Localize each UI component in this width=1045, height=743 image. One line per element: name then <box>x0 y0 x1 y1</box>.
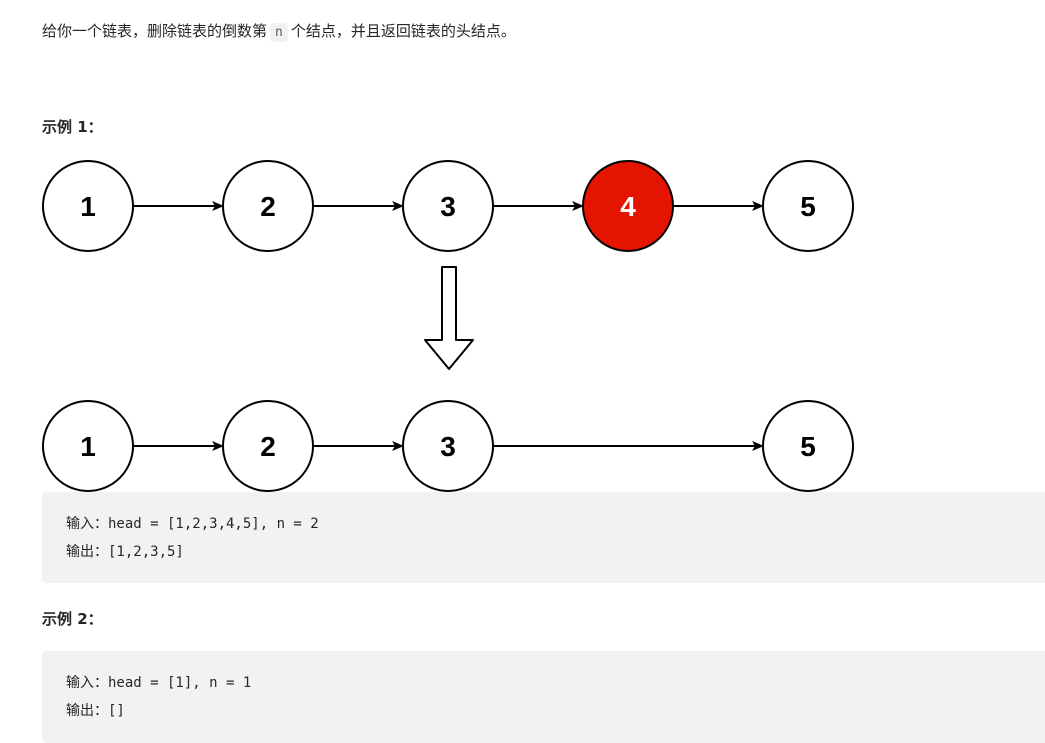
node-circle <box>222 160 314 252</box>
example-1-output-line: 输出：[1,2,3,5] <box>66 538 1045 566</box>
example-2-code-block: 输入：head = [1], n = 1 输出：[] <box>42 651 1045 743</box>
input-value: head = [1,2,3,4,5], n = 2 <box>108 516 319 532</box>
input-label: 输入： <box>66 516 108 532</box>
inline-code-n: n <box>270 23 288 42</box>
node-circle <box>42 400 134 492</box>
node-label: 4 <box>620 191 636 222</box>
node-circle <box>222 400 314 492</box>
example-2-title: 示例 2： <box>42 610 103 628</box>
output-label: 输出： <box>66 544 108 560</box>
node-circle <box>402 160 494 252</box>
removed-node-circle <box>582 160 674 252</box>
input-label: 输入： <box>66 675 108 691</box>
before-node-5: 5 <box>762 160 854 252</box>
list-after-removal: 1 2 3 5 <box>42 400 854 492</box>
linked-list-diagram: 1 2 3 4 5 1 2 3 5 <box>42 160 854 492</box>
node-label: 1 <box>80 191 96 222</box>
before-node-3: 3 <box>402 160 494 252</box>
example-2-output-line: 输出：[] <box>66 697 1045 725</box>
input-value: head = [1], n = 1 <box>108 675 252 691</box>
output-label: 输出： <box>66 703 108 719</box>
before-node-1: 1 <box>42 160 134 252</box>
node-label: 3 <box>440 431 456 462</box>
after-node-3: 3 <box>402 400 494 492</box>
output-value: [] <box>108 703 125 719</box>
example-2-input-line: 输入：head = [1], n = 1 <box>66 669 1045 697</box>
before-node-2: 2 <box>222 160 314 252</box>
example-1-input-line: 输入：head = [1,2,3,4,5], n = 2 <box>66 510 1045 538</box>
node-label: 5 <box>800 191 816 222</box>
transform-down-arrow-icon <box>424 266 474 370</box>
node-circle <box>762 400 854 492</box>
node-label: 5 <box>800 431 816 462</box>
after-node-1: 1 <box>42 400 134 492</box>
node-label: 2 <box>260 191 276 222</box>
before-node-4: 4 <box>582 160 674 252</box>
node-circle <box>42 160 134 252</box>
description-text-after: 个结点，并且返回链表的头结点。 <box>290 22 516 40</box>
node-label: 2 <box>260 431 276 462</box>
example-1-title: 示例 1： <box>42 118 103 136</box>
output-value: [1,2,3,5] <box>108 544 184 560</box>
node-label: 1 <box>80 431 96 462</box>
node-circle <box>402 400 494 492</box>
after-node-5: 5 <box>762 400 854 492</box>
node-label: 3 <box>440 191 456 222</box>
node-circle <box>762 160 854 252</box>
example-1-code-block: 输入：head = [1,2,3,4,5], n = 2 输出：[1,2,3,5… <box>42 492 1045 583</box>
after-node-2: 2 <box>222 400 314 492</box>
list-before-removal: 1 2 3 4 5 <box>42 160 854 252</box>
description-text-before: 给你一个链表，删除链表的倒数第 <box>42 22 268 40</box>
